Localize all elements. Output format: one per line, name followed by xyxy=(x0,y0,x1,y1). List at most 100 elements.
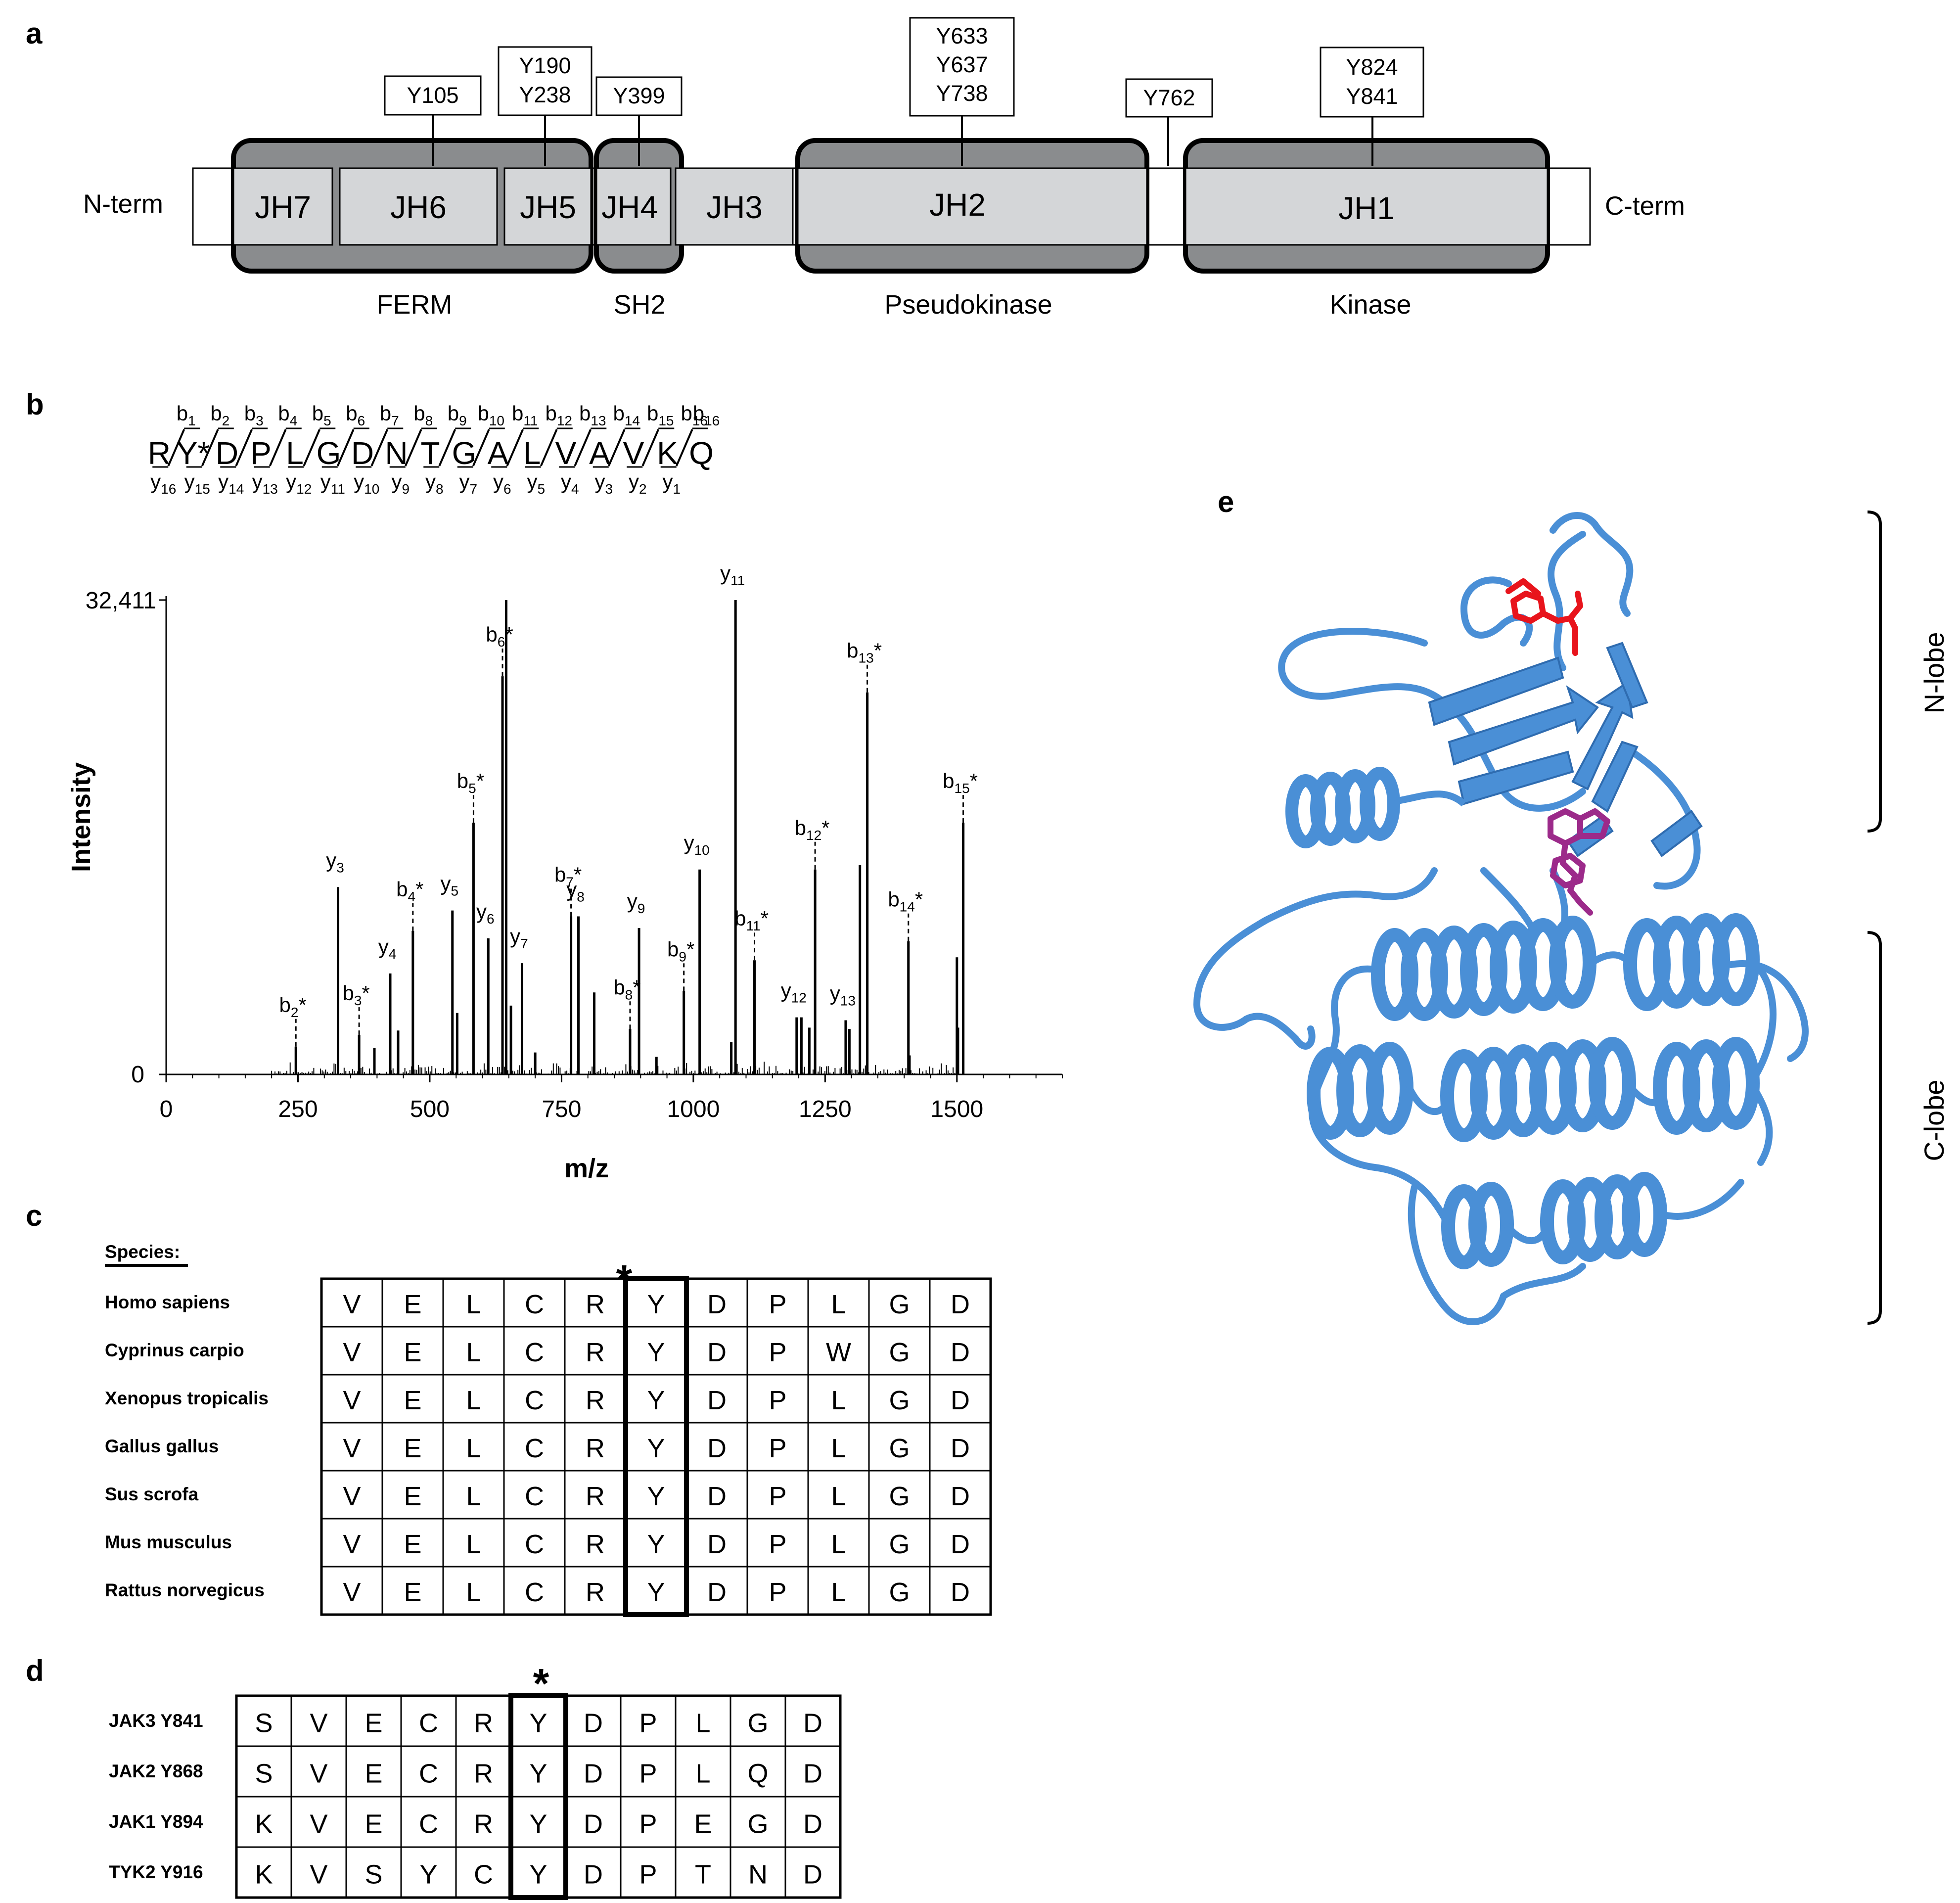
alignment-residue: V xyxy=(343,1578,361,1607)
y-ion-label: y7 xyxy=(459,470,477,497)
alignment-residue: G xyxy=(747,1809,768,1839)
peak-label: b3* xyxy=(342,981,369,1008)
alignment-cell xyxy=(807,1518,870,1568)
residue-letter: R xyxy=(148,435,171,471)
alignment-residue: E xyxy=(404,1530,421,1559)
cleavage-mark xyxy=(269,429,287,466)
cleavage-mark xyxy=(404,429,422,466)
peak-label: b8* xyxy=(613,975,640,1002)
alignment-cell xyxy=(729,1796,786,1848)
b-ion-label: b4 xyxy=(278,402,297,428)
row-name: Homo sapiens xyxy=(105,1292,230,1312)
x-tick-label: 1250 xyxy=(799,1096,852,1122)
ferm-label: FERM xyxy=(377,290,453,320)
site-box-y105 xyxy=(384,75,482,116)
x-tick-label: 750 xyxy=(542,1096,581,1122)
y-ion-label: y10 xyxy=(354,470,379,497)
alignment-residue: D xyxy=(803,1859,822,1889)
peak-label: y11 xyxy=(720,561,745,588)
pseudokinase-label: Pseudokinase xyxy=(884,290,1052,320)
b-ion-label: b10 xyxy=(477,402,504,428)
alignment-cell xyxy=(503,1470,566,1520)
y-tick-max: 32,411 xyxy=(86,588,156,614)
alignment-residue: G xyxy=(889,1482,910,1511)
domain-diagram: JH7 JH6 JH5 JH4 JH3 JH2 JH1 N-term C-ter… xyxy=(83,17,1685,320)
jh3-box xyxy=(675,167,794,246)
species-header: Species: xyxy=(105,1242,180,1262)
alignment-cell xyxy=(400,1846,457,1899)
site-text: Y399 xyxy=(613,83,665,108)
panel-label-a: a xyxy=(26,17,43,50)
alignment-residue: D xyxy=(707,1578,727,1607)
b-ion-label: b14 xyxy=(613,402,640,428)
peak-label: b15* xyxy=(943,769,978,796)
alignment-cell xyxy=(929,1518,992,1568)
residue-letter: V xyxy=(555,435,577,471)
peak-label: b6* xyxy=(486,623,513,650)
b-ion-label: b1 xyxy=(177,402,196,428)
alignment-cell xyxy=(868,1470,931,1520)
alignment-residue: E xyxy=(404,1482,421,1511)
alignment-residue: C xyxy=(525,1338,544,1367)
alignment-residue: S xyxy=(365,1859,382,1889)
b-ion-label: b16 xyxy=(681,402,708,428)
n-term-label: N-term xyxy=(83,189,163,219)
jh6-label: JH6 xyxy=(390,189,447,225)
row-name: JAK1 Y894 xyxy=(109,1811,203,1832)
residue-letter: G xyxy=(452,435,477,471)
x-tick-label: 1000 xyxy=(667,1096,720,1122)
alignment-residue: S xyxy=(255,1708,273,1738)
alignment-cell xyxy=(345,1745,402,1798)
alignment-residue: Y xyxy=(647,1530,665,1559)
site-text: Y637 xyxy=(936,52,988,77)
alignment-residue: R xyxy=(586,1290,605,1319)
alignment-residue: R xyxy=(474,1809,493,1839)
alignment-residue: K xyxy=(255,1809,273,1839)
alignment-residue: N xyxy=(748,1859,768,1889)
b-ion-label: b8 xyxy=(413,402,433,428)
y-tick-zero: 0 xyxy=(131,1062,144,1088)
alignment-cell xyxy=(929,1374,992,1424)
jh1-box xyxy=(1185,167,1549,246)
alignment-residue: C xyxy=(525,1482,544,1511)
alignment-cell xyxy=(625,1326,687,1376)
alignment-cell xyxy=(320,1566,383,1616)
alignment-cell xyxy=(868,1326,931,1376)
alignment-cell xyxy=(235,1796,292,1848)
b-ion-label: b16 xyxy=(693,402,720,428)
alignment-cell xyxy=(442,1422,505,1472)
alignment-residue: D xyxy=(951,1530,970,1559)
b-ion-label: b2 xyxy=(210,402,229,428)
n-lobe-label: N-lobe xyxy=(1918,632,1950,714)
site-box-y190 xyxy=(498,46,593,116)
alpha-c-helix xyxy=(1285,767,1400,848)
alignment-residue: E xyxy=(404,1386,421,1415)
alignment-residue: V xyxy=(343,1530,361,1559)
peak-label: b13* xyxy=(847,639,882,666)
alignment-cell xyxy=(625,1518,687,1568)
alignment-residue: L xyxy=(831,1386,846,1415)
alignment-residue: Y xyxy=(529,1859,547,1889)
alignment-residue: E xyxy=(694,1809,712,1839)
alignment-residue: L xyxy=(831,1434,846,1463)
peak-label: y10 xyxy=(684,831,710,858)
alignment-residue: G xyxy=(889,1386,910,1415)
alignment-residue: R xyxy=(586,1482,605,1511)
alignment-residue: C xyxy=(525,1530,544,1559)
alignment-residue: P xyxy=(769,1386,786,1415)
jh7-label: JH7 xyxy=(255,189,311,225)
alignment-residue: E xyxy=(404,1290,421,1319)
panel-label-c: c xyxy=(26,1199,42,1232)
alignment-residue: L xyxy=(831,1530,846,1559)
alignment-residue: C xyxy=(474,1859,493,1889)
alignment-residue: L xyxy=(466,1338,481,1367)
alignment-residue: E xyxy=(365,1708,382,1738)
peak-label: y12 xyxy=(781,979,807,1006)
alignment-cell xyxy=(564,1278,627,1328)
jh4-label: JH4 xyxy=(601,189,658,225)
jh7-box xyxy=(232,167,333,246)
alignment-residue: D xyxy=(707,1434,727,1463)
alignment-residue: Y xyxy=(419,1859,437,1889)
alignment-cell xyxy=(400,1745,457,1798)
